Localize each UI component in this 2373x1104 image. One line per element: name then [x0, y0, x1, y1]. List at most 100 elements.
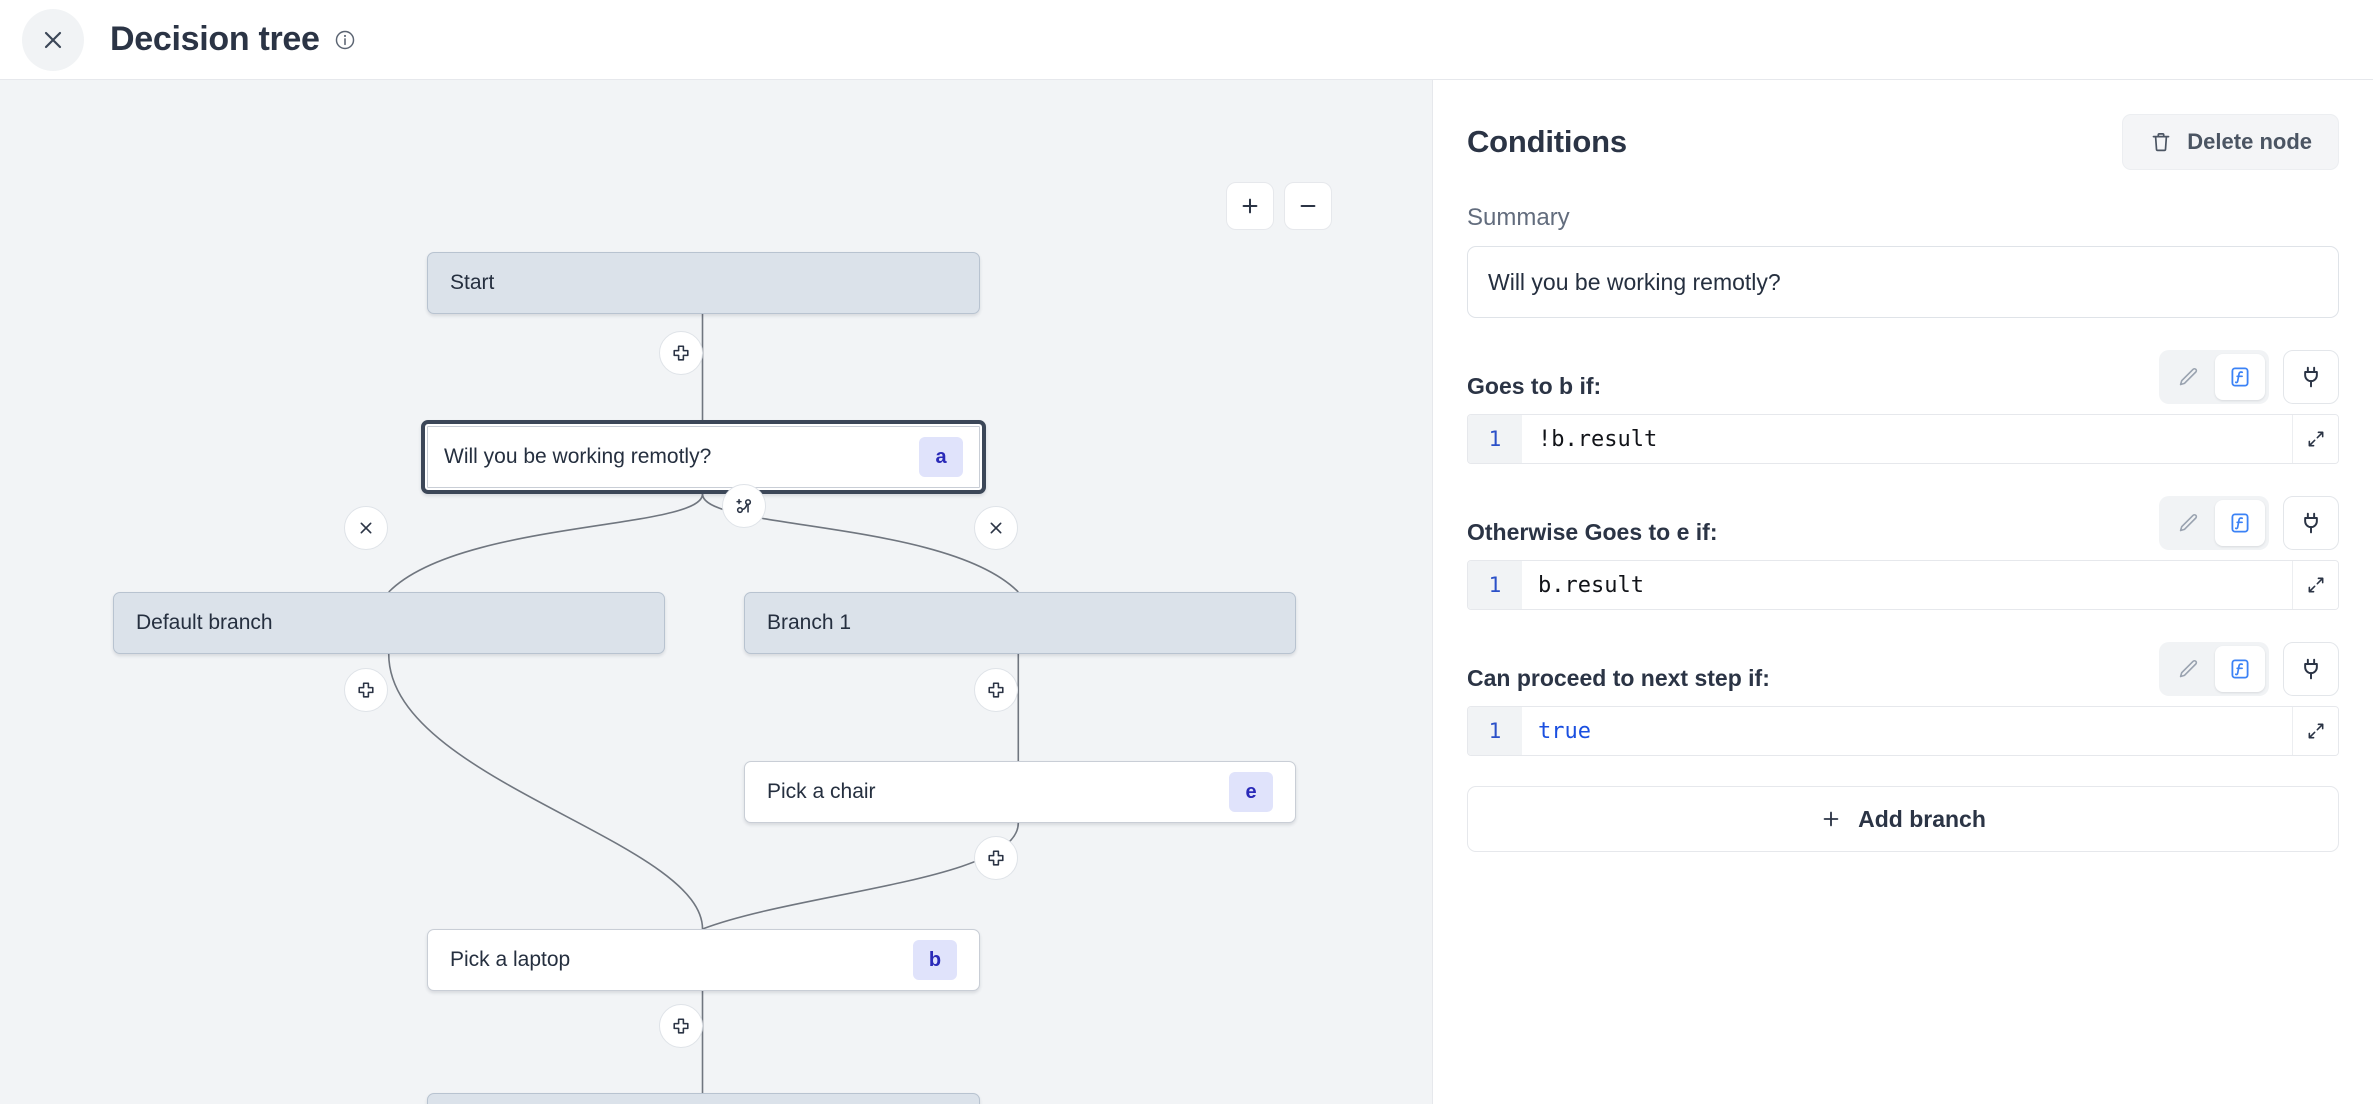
pencil-icon: [2179, 660, 2198, 678]
flow-node-label: Pick a chair: [767, 780, 876, 803]
condition-header: Otherwise Goes to e if:: [1467, 494, 2339, 550]
condition-actions: [2159, 642, 2339, 696]
add-branch-button[interactable]: Add branch: [1467, 786, 2339, 852]
plus-node-icon: [673, 345, 689, 361]
condition-label: Can proceed to next step if:: [1467, 665, 1770, 691]
plus-node-icon: [988, 682, 1004, 698]
page-title: Decision tree: [110, 20, 320, 58]
condition-code-editor[interactable]: 1 true: [1467, 706, 2339, 756]
text-mode-button[interactable]: [2163, 500, 2213, 546]
code-content[interactable]: b.result: [1538, 572, 1644, 598]
code-content[interactable]: !b.result: [1538, 426, 1658, 452]
plug-icon: [2304, 658, 2318, 680]
expand-editor-button[interactable]: [2292, 415, 2338, 463]
top-bar: Decision tree: [0, 0, 2373, 80]
condition-label: Goes to b if:: [1467, 373, 1602, 399]
zoom-controls: [1226, 182, 1332, 230]
condition-header: Goes to b if:: [1467, 348, 2339, 404]
flow-node-e[interactable]: Pick a chair e: [744, 761, 1296, 823]
pencil-icon: [2179, 514, 2198, 532]
plus-node-icon: [358, 682, 374, 698]
plug-icon: [2304, 512, 2318, 534]
expand-icon: [2308, 577, 2323, 593]
function-icon: [2231, 659, 2249, 679]
connect-resource-button[interactable]: [2283, 496, 2339, 550]
add-node-handle-start-a[interactable]: [659, 331, 703, 375]
remove-branch-1[interactable]: [974, 506, 1018, 550]
condition-block: Can proceed to next step if: 1 true: [1467, 640, 2339, 756]
code-content[interactable]: true: [1538, 718, 1591, 744]
function-icon: [2231, 367, 2249, 387]
function-mode-button[interactable]: [2215, 354, 2265, 400]
summary-input[interactable]: [1467, 246, 2339, 318]
panel-title: Conditions: [1467, 124, 1627, 159]
plug-icon: [2304, 366, 2318, 388]
condition-actions: [2159, 496, 2339, 550]
flow-node-end[interactable]: End: [427, 1093, 980, 1104]
code-line-number: 1: [1468, 561, 1522, 609]
delete-node-button[interactable]: Delete node: [2122, 114, 2339, 170]
flow-node-label: Branch 1: [767, 611, 852, 634]
info-icon: [335, 30, 354, 49]
info-icon-button[interactable]: [334, 29, 356, 51]
condition-actions: [2159, 350, 2339, 404]
minus-icon: [1300, 204, 1316, 208]
pencil-icon: [2179, 368, 2198, 386]
condition-code-editor[interactable]: 1 b.result: [1467, 560, 2339, 610]
node-badge: e: [1229, 772, 1273, 812]
expand-editor-button[interactable]: [2292, 707, 2338, 755]
code-line-number: 1: [1468, 707, 1522, 755]
connect-resource-button[interactable]: [2283, 642, 2339, 696]
branch-plus-icon: [736, 498, 752, 514]
condition-label: Otherwise Goes to e if:: [1467, 519, 1718, 545]
expand-editor-button[interactable]: [2292, 561, 2338, 609]
flow-node-default[interactable]: Default branch: [113, 592, 665, 654]
condition-header: Can proceed to next step if:: [1467, 640, 2339, 696]
zoom-in-button[interactable]: [1226, 182, 1274, 230]
text-mode-button[interactable]: [2163, 646, 2213, 692]
add-node-handle-branch1[interactable]: [974, 668, 1018, 712]
condition-block: Otherwise Goes to e if: 1 b.result: [1467, 494, 2339, 610]
close-icon: [44, 31, 62, 48]
editor-mode-toggle: [2159, 496, 2269, 550]
expand-icon: [2308, 723, 2323, 739]
panel-header: Conditions Delete node: [1467, 114, 2339, 170]
close-icon: [990, 522, 1002, 534]
close-editor-button[interactable]: [22, 8, 84, 71]
condition-code-editor[interactable]: 1!b.result: [1467, 414, 2339, 464]
summary-label: Summary: [1467, 204, 1570, 231]
function-mode-button[interactable]: [2215, 646, 2265, 692]
add-node-handle-default[interactable]: [344, 668, 388, 712]
flow-node-b[interactable]: Pick a laptop b: [427, 929, 980, 991]
flow-node-label: Will you be working remotly?: [444, 445, 712, 468]
conditions-panel: Conditions Delete node Summary Goes to b…: [1433, 80, 2373, 1104]
add-branch-label: Add branch: [1858, 805, 1986, 832]
function-mode-button[interactable]: [2215, 500, 2265, 546]
flow-node-label: Default branch: [136, 611, 273, 634]
add-branch-handle[interactable]: [722, 484, 766, 528]
node-badge: a: [919, 437, 963, 477]
plus-node-icon: [673, 1018, 689, 1034]
zoom-out-button[interactable]: [1284, 182, 1332, 230]
plus-node-icon: [988, 850, 1004, 866]
close-icon: [360, 522, 372, 534]
plus-icon: [1823, 811, 1839, 827]
connect-resource-button[interactable]: [2283, 350, 2339, 404]
flow-node-start[interactable]: Start: [427, 252, 980, 314]
delete-node-label: Delete node: [2187, 129, 2312, 154]
node-badge: b: [913, 940, 957, 980]
add-node-handle-chair[interactable]: [974, 836, 1018, 880]
text-mode-button[interactable]: [2163, 354, 2213, 400]
plus-icon: [1242, 198, 1258, 214]
condition-block: Goes to b if: 1!b.result: [1467, 348, 2339, 464]
remove-branch-default[interactable]: [344, 506, 388, 550]
flow-node-label: Start: [450, 271, 495, 294]
add-node-handle-laptop-end[interactable]: [659, 1004, 703, 1048]
flow-node-label: Pick a laptop: [450, 948, 571, 971]
flow-node-a[interactable]: Will you be working remotly? a: [421, 420, 986, 494]
expand-icon: [2308, 431, 2323, 447]
flow-node-branch1[interactable]: Branch 1: [744, 592, 1296, 654]
